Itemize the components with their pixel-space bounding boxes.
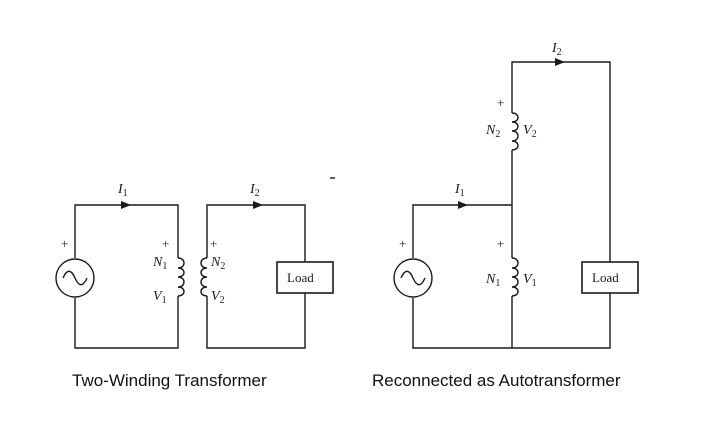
- primary-coil-icon: [177, 257, 185, 297]
- auto-i2-arrow-icon: [555, 58, 565, 66]
- auto-source-plus-sign: +: [399, 236, 406, 251]
- autotransformer-caption: Reconnected as Autotransformer: [372, 371, 621, 390]
- load-box: [276, 261, 334, 294]
- auto-load-box: [581, 261, 639, 294]
- two-winding-transformer-diagram: + I1 + N1 V1 I2 + N2 V2 Load: [55, 182, 334, 349]
- ac-source-wave: [62, 270, 88, 286]
- i1-arrow-icon: [121, 201, 131, 209]
- auto-common-plus-sign: +: [497, 236, 504, 251]
- auto-ac-source-wave: [400, 270, 426, 286]
- secondary-coil-icon: [200, 257, 208, 297]
- load-label: Load: [287, 270, 314, 285]
- i2-arrow-icon: [253, 201, 263, 209]
- auto-primary-wire: [412, 204, 512, 258]
- i2-label: I2: [249, 182, 260, 199]
- auto-common-coil-icon: [511, 257, 519, 297]
- auto-n2-label: N2: [485, 123, 500, 140]
- auto-v2-label: V2: [523, 123, 537, 140]
- source-plus-sign: +: [61, 236, 68, 251]
- auto-load-label: Load: [592, 270, 619, 285]
- two-winding-caption: Two-Winding Transformer: [72, 371, 267, 390]
- auto-series-plus-sign: +: [497, 95, 504, 110]
- autotransformer-diagram: + I1 I2 + N2 V2 + N1 V1 Load: [393, 41, 639, 349]
- v2-label: V2: [211, 289, 225, 306]
- auto-n1-label: N1: [485, 272, 500, 289]
- v1-label: V1: [153, 289, 167, 306]
- auto-i2-label: I2: [551, 41, 562, 58]
- auto-i1-arrow-icon: [458, 201, 468, 209]
- auto-top-wire: [511, 61, 611, 262]
- i1-label: I1: [117, 182, 128, 199]
- secondary-plus-sign: +: [210, 236, 217, 251]
- n2-label: N2: [210, 255, 225, 272]
- n1-label: N1: [152, 255, 167, 272]
- auto-v1-label: V1: [523, 272, 537, 289]
- primary-plus-sign: +: [162, 236, 169, 251]
- auto-series-coil-icon: [511, 112, 519, 151]
- auto-i1-label: I1: [454, 182, 465, 199]
